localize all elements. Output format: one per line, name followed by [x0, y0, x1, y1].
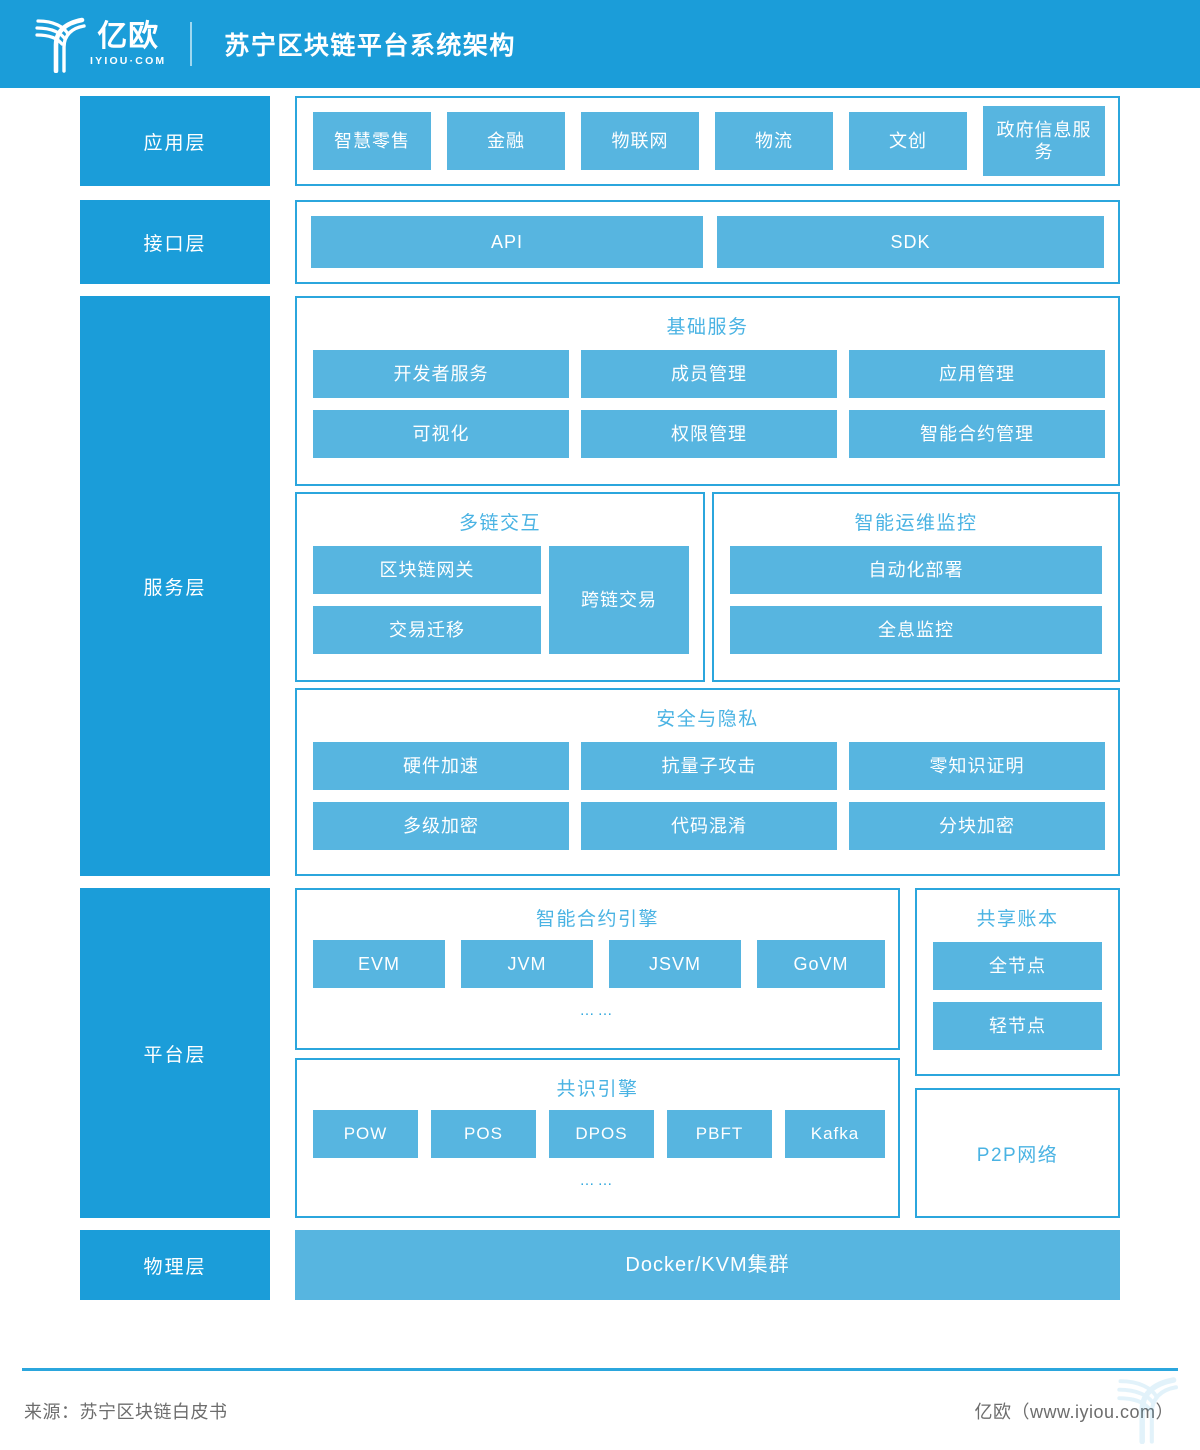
app-tile-logistics[interactable]: 物流 [715, 112, 833, 170]
iyiou-watermark-icon [1117, 1377, 1179, 1444]
contract-tile-jsvm[interactable]: JSVM [609, 940, 741, 988]
multichain-panel: 多链交互 区块链网关 交易迁移 跨链交易 [295, 492, 705, 682]
page-title: 苏宁区块链平台系统架构 [224, 32, 516, 60]
app-tile-smart-retail[interactable]: 智慧零售 [313, 112, 431, 170]
ops-tile-automated-deployment[interactable]: 自动化部署 [730, 546, 1102, 594]
basic-services-panel: 基础服务 开发者服务 成员管理 应用管理 可视化 权限管理 智能合约管理 [295, 296, 1120, 486]
contract-engine-title: 智能合约引擎 [535, 909, 659, 930]
security-tile-block-encryption[interactable]: 分块加密 [849, 802, 1105, 850]
contract-engine-more: …… [579, 1002, 616, 1019]
application-layer-panel: 智慧零售 金融 物联网 物流 文创 政府信息服务 [295, 96, 1120, 186]
layer-label-platform: 平台层 [80, 888, 270, 1218]
brand-logo: 亿欧 IYIOU·COM [34, 12, 166, 76]
consensus-engine-panel: 共识引擎 POW POS DPOS PBFT Kafka …… [295, 1058, 900, 1218]
p2p-network-box[interactable]: P2P网络 [915, 1088, 1120, 1218]
interface-tile-api[interactable]: API [311, 216, 703, 268]
interface-layer-panel: API SDK [295, 200, 1120, 284]
security-tile-quantum-resistant[interactable]: 抗量子攻击 [581, 742, 837, 790]
basic-tile-developer-service[interactable]: 开发者服务 [313, 350, 569, 398]
brand-name-en: IYIOU·COM [90, 55, 167, 67]
layer-label-service: 服务层 [80, 296, 270, 876]
consensus-tile-pos[interactable]: POS [431, 1110, 536, 1158]
footer-divider [22, 1368, 1178, 1371]
security-tile-multilevel-encryption[interactable]: 多级加密 [313, 802, 569, 850]
multichain-title: 多链交互 [458, 513, 541, 534]
brand-wordmark: 亿欧 IYIOU·COM [90, 20, 166, 68]
consensus-engine-more: …… [579, 1172, 616, 1189]
layer-label-interface: 接口层 [80, 200, 270, 284]
iyiou-logo-icon [35, 17, 86, 73]
contract-tile-evm[interactable]: EVM [313, 940, 445, 988]
shared-ledger-panel: 共享账本 全节点 轻节点 [915, 888, 1120, 1076]
consensus-tile-pbft[interactable]: PBFT [667, 1110, 772, 1158]
consensus-tile-kafka[interactable]: Kafka [785, 1110, 885, 1158]
consensus-tile-dpos[interactable]: DPOS [549, 1110, 654, 1158]
basic-services-title: 基础服务 [666, 317, 749, 338]
multichain-tile-cross-chain-transaction[interactable]: 跨链交易 [549, 546, 689, 654]
basic-tile-visualization[interactable]: 可视化 [313, 410, 569, 458]
basic-tile-member-management[interactable]: 成员管理 [581, 350, 837, 398]
contract-tile-jvm[interactable]: JVM [461, 940, 593, 988]
header-divider [190, 22, 193, 66]
footer-credit: 亿欧（www.iyiou.com） [974, 1402, 1174, 1422]
ledger-tile-light-node[interactable]: 轻节点 [933, 1002, 1102, 1050]
ops-monitor-title: 智能运维监控 [854, 513, 978, 534]
consensus-tile-pow[interactable]: POW [313, 1110, 418, 1158]
app-tile-finance[interactable]: 金融 [447, 112, 565, 170]
physical-tile-docker-kvm-cluster[interactable]: Docker/KVM集群 [295, 1230, 1120, 1300]
app-tile-government-info-service[interactable]: 政府信息服务 [983, 106, 1105, 176]
contract-tile-govm[interactable]: GoVM [757, 940, 885, 988]
layer-label-application: 应用层 [80, 96, 270, 186]
page-header: 亿欧 IYIOU·COM 苏宁区块链平台系统架构 [0, 0, 1200, 88]
security-tile-code-obfuscation[interactable]: 代码混淆 [581, 802, 837, 850]
consensus-engine-title: 共识引擎 [556, 1079, 639, 1100]
basic-tile-smart-contract-management[interactable]: 智能合约管理 [849, 410, 1105, 458]
basic-tile-permission-management[interactable]: 权限管理 [581, 410, 837, 458]
brand-name-cn: 亿欧 [97, 20, 160, 53]
app-tile-culture-creative[interactable]: 文创 [849, 112, 967, 170]
interface-tile-sdk[interactable]: SDK [717, 216, 1104, 268]
basic-tile-application-management[interactable]: 应用管理 [849, 350, 1105, 398]
shared-ledger-title: 共享账本 [976, 909, 1059, 930]
multichain-tile-blockchain-gateway[interactable]: 区块链网关 [313, 546, 541, 594]
ops-monitor-panel: 智能运维监控 自动化部署 全息监控 [712, 492, 1120, 682]
security-tile-hardware-acceleration[interactable]: 硬件加速 [313, 742, 569, 790]
security-tile-zero-knowledge-proof[interactable]: 零知识证明 [849, 742, 1105, 790]
security-privacy-panel: 安全与隐私 硬件加速 抗量子攻击 零知识证明 多级加密 代码混淆 分块加密 [295, 688, 1120, 876]
footer-source: 来源：苏宁区块链白皮书 [24, 1402, 228, 1422]
ops-tile-holographic-monitoring[interactable]: 全息监控 [730, 606, 1102, 654]
app-tile-iot[interactable]: 物联网 [581, 112, 699, 170]
multichain-tile-transaction-migration[interactable]: 交易迁移 [313, 606, 541, 654]
ledger-tile-full-node[interactable]: 全节点 [933, 942, 1102, 990]
contract-engine-panel: 智能合约引擎 EVM JVM JSVM GoVM …… [295, 888, 900, 1050]
page-footer: 来源：苏宁区块链白皮书 亿欧（www.iyiou.com） [0, 1358, 1200, 1450]
layer-label-physical: 物理层 [80, 1230, 270, 1300]
security-privacy-title: 安全与隐私 [656, 709, 759, 730]
architecture-diagram: 应用层 接口层 服务层 平台层 物理层 智慧零售 金融 物联网 物流 文创 政府… [0, 88, 1200, 1358]
